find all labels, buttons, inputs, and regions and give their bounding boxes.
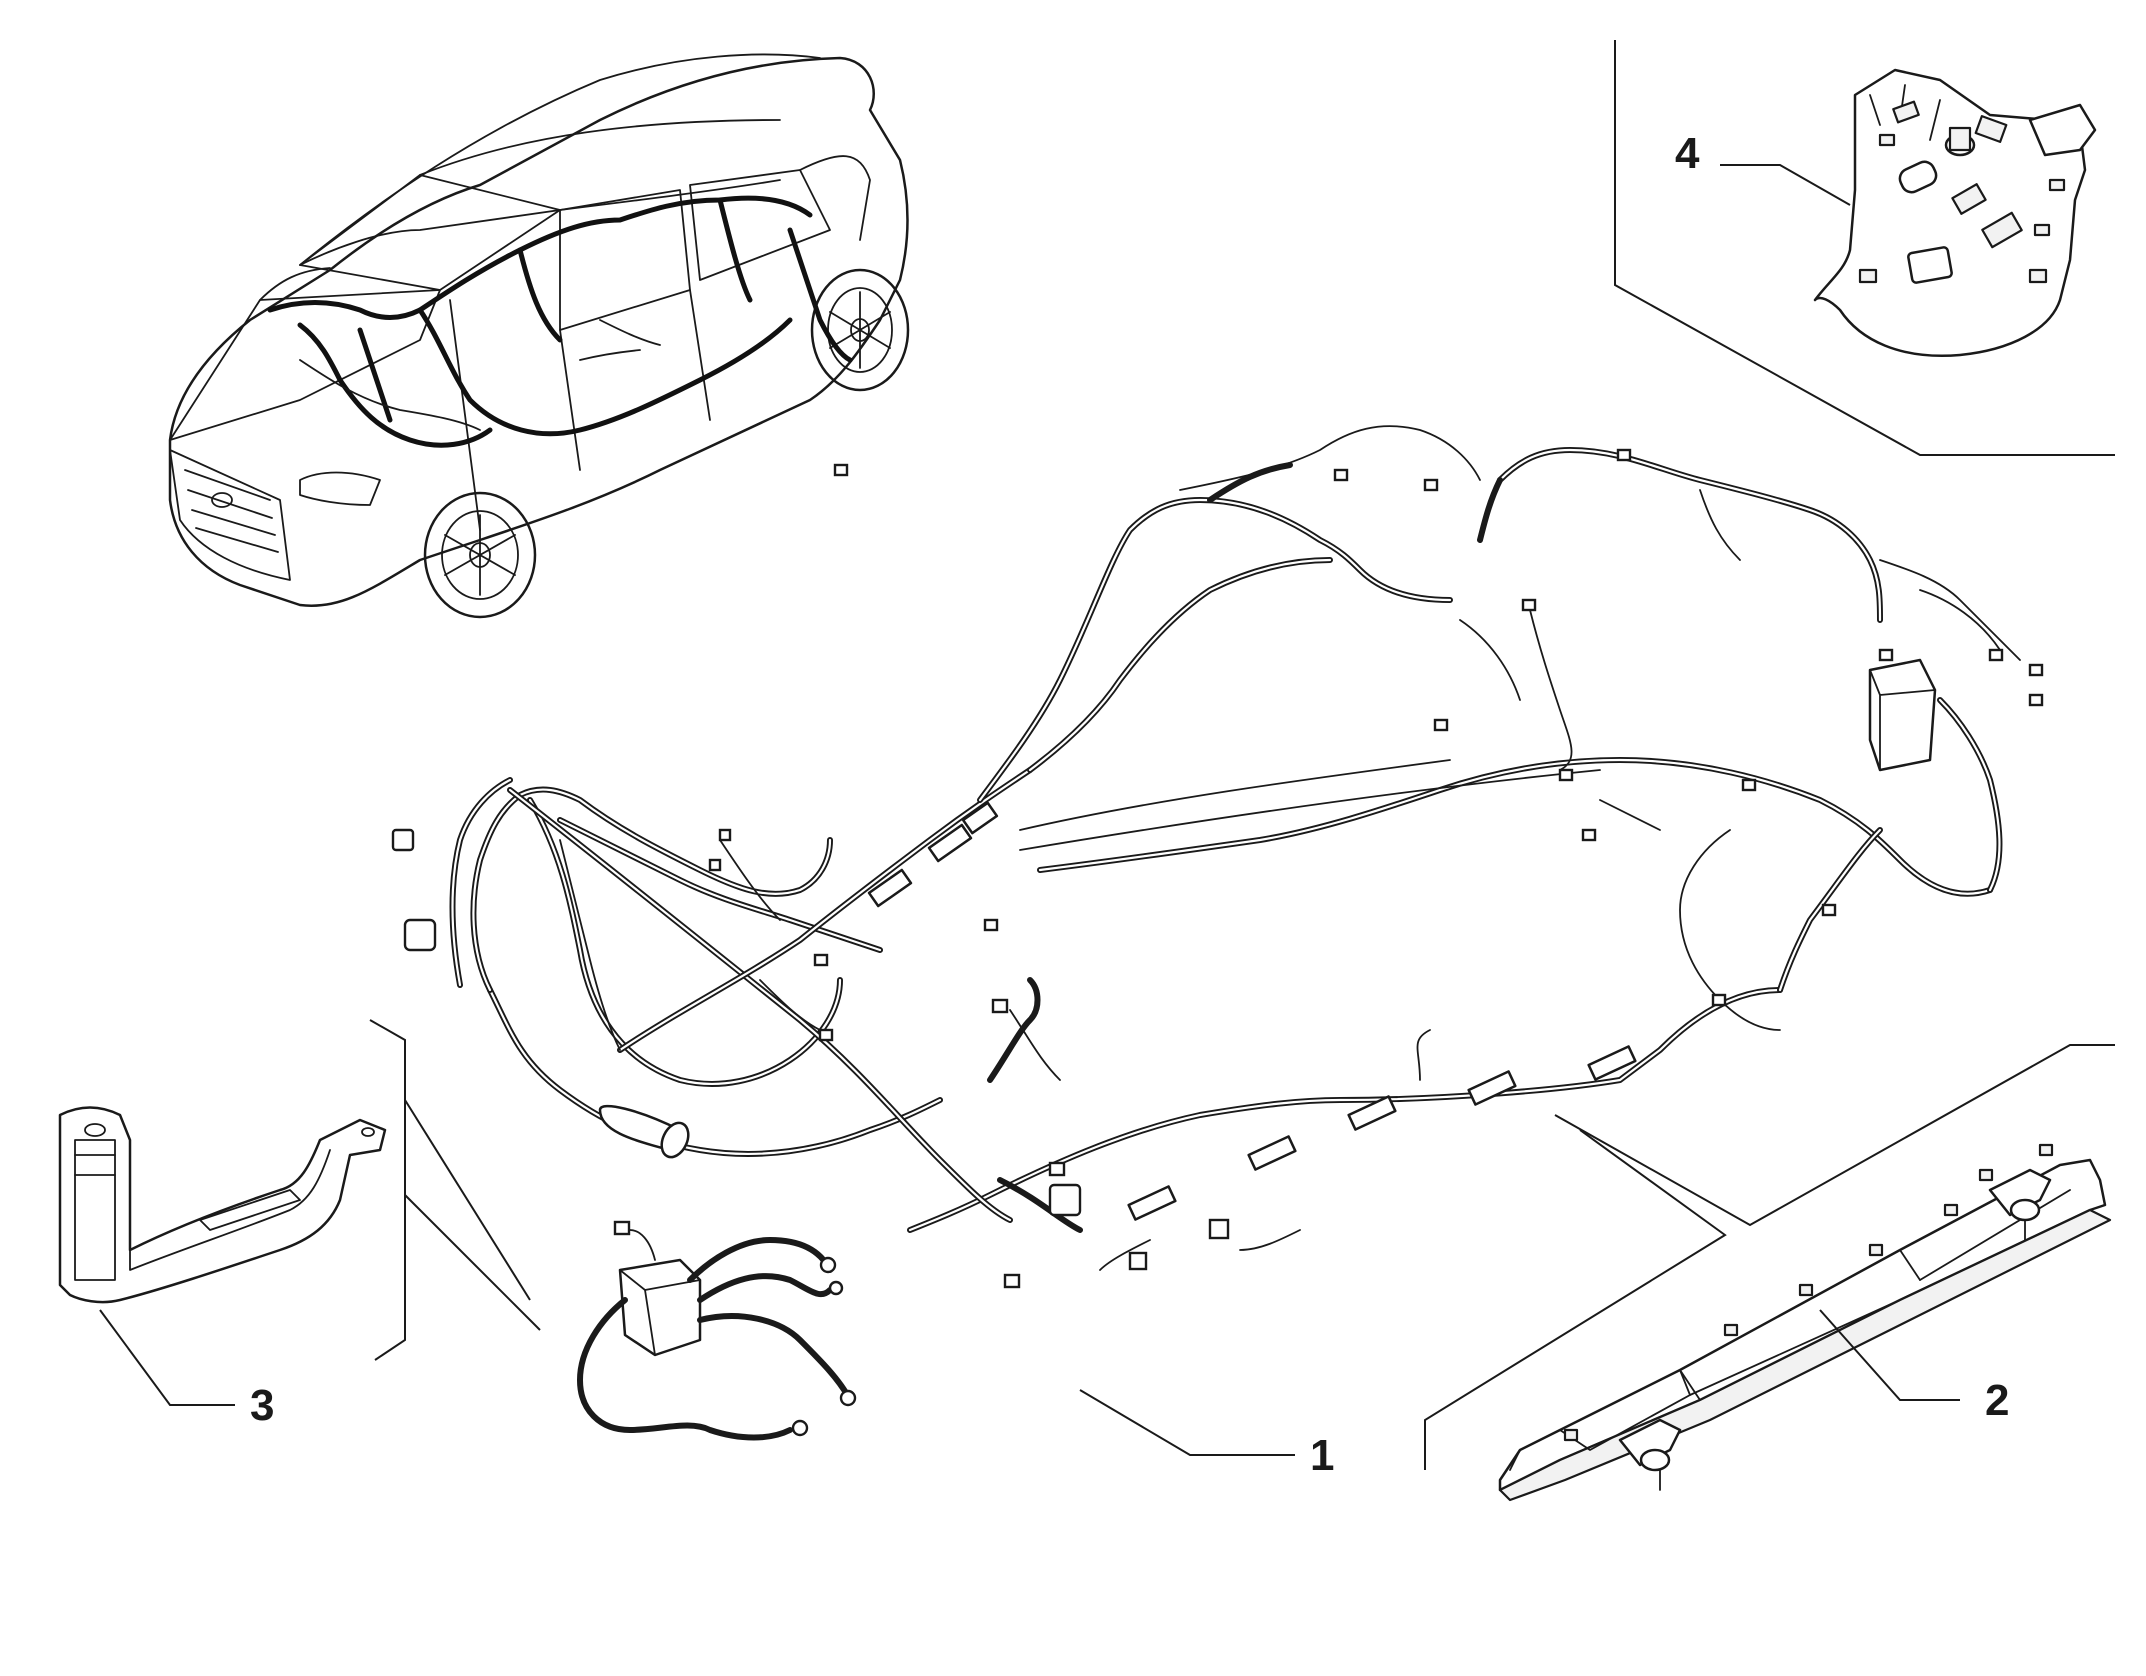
connector-bracket-part	[1813, 68, 2097, 357]
relay-box-assembly	[577, 1104, 857, 1441]
sill-cable-channel-part	[1498, 1143, 2112, 1502]
part-3-frame	[369, 1019, 406, 1361]
car-overview-illustration	[168, 53, 910, 619]
callout-2-leader	[1819, 1309, 1960, 1401]
callout-label-4: 4	[1675, 129, 1700, 178]
callout-label-3: 3	[250, 1381, 274, 1430]
harness-connectors	[391, 448, 2044, 1289]
callout-label-1: 1	[1310, 1431, 1334, 1480]
part-2-frame	[1554, 1044, 2115, 1227]
mounting-bracket-part	[58, 1106, 387, 1304]
callout-label-2: 2	[1985, 1376, 2009, 1425]
part-4-frame	[1614, 40, 2115, 456]
callout-4-leader	[1720, 164, 1851, 206]
main-wiring-harness	[449, 425, 2021, 1271]
callout-3-leader	[99, 1309, 235, 1406]
callout-1-leader	[1079, 1389, 1295, 1456]
